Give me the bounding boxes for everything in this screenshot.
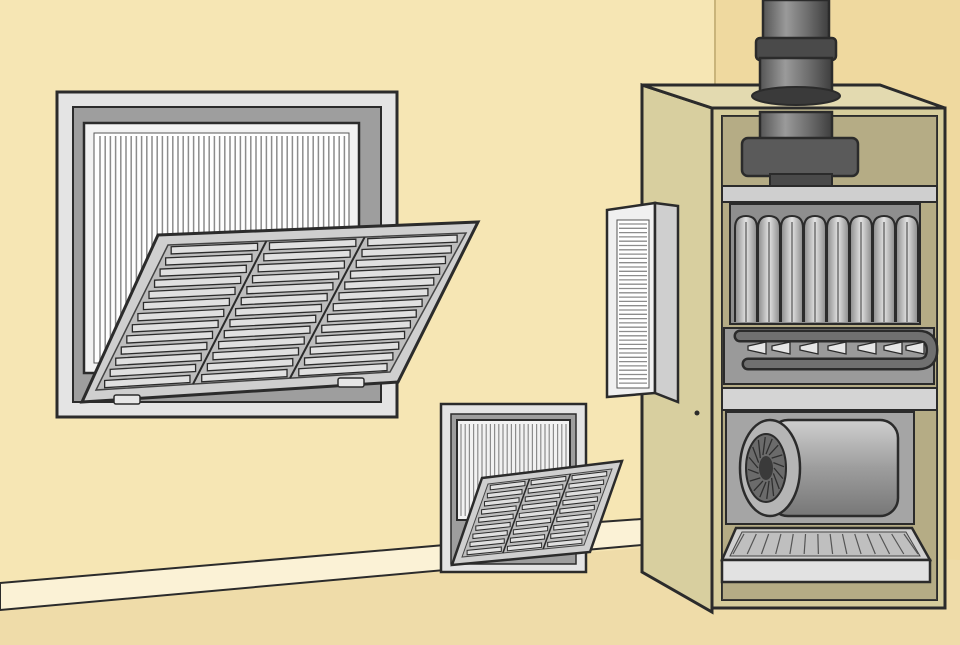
heat-exchanger [729, 203, 921, 325]
bottom-filter-tray [720, 526, 933, 584]
furnace-side-filter [605, 201, 680, 404]
grille-clip [113, 394, 141, 405]
large-vent-grille [79, 220, 481, 405]
blower-fan [725, 411, 915, 525]
furnace-screw [694, 410, 700, 416]
grille-clip [337, 377, 365, 388]
flue-pipe [740, 0, 860, 189]
gas-burner-manifold [723, 327, 939, 385]
furnace-cabinet [640, 0, 947, 615]
small-floor-return-vent [439, 402, 624, 574]
blower-shelf [721, 387, 938, 411]
draft-inducer-collar [740, 136, 860, 178]
large-wall-return-vent [55, 90, 481, 419]
small-vent-grille [450, 459, 624, 567]
